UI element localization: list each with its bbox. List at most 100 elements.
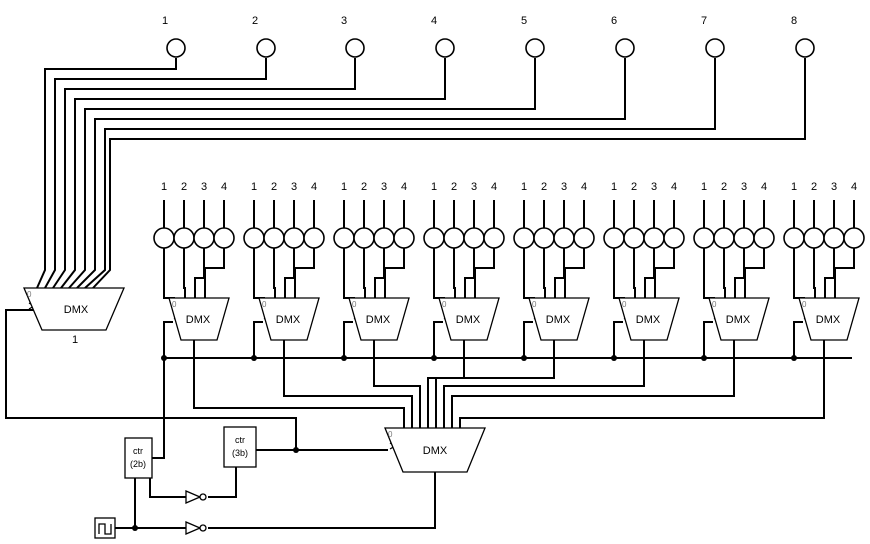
wire: [68, 58, 536, 289]
wire: [204, 248, 225, 298]
demux-block: [618, 297, 680, 341]
wire: [554, 248, 565, 298]
group-output-number: 4: [851, 181, 857, 193]
lamp-icon: [283, 227, 305, 249]
lamp-icon: [753, 227, 775, 249]
lamp-icon: [345, 38, 365, 58]
lamp-icon: [553, 227, 575, 249]
not-gate-icon: [185, 490, 202, 504]
junction-dot: [132, 525, 138, 531]
output-number-7: 7: [701, 15, 707, 27]
group-output-number: 3: [471, 181, 477, 193]
demux-label: DMX: [816, 314, 841, 326]
counter-3bit-line2: (3b): [232, 448, 248, 458]
output-number-3: 3: [341, 15, 347, 27]
lamp-icon: [643, 227, 665, 249]
lamp-icon: [733, 227, 755, 249]
wire: [523, 248, 535, 299]
wire: [793, 248, 805, 299]
output-number-8: 8: [791, 15, 797, 27]
wire: [193, 340, 405, 428]
demux-block: [23, 287, 125, 331]
wire: [76, 58, 626, 289]
wire: [208, 472, 436, 529]
wire: [92, 58, 806, 289]
group-output-number: 2: [451, 181, 457, 193]
group-output-number: 3: [651, 181, 657, 193]
wire: [373, 340, 421, 428]
lamp-icon: [193, 227, 215, 249]
demux-block: [258, 297, 320, 341]
counter-3bit-block: [223, 426, 257, 468]
not-gate-icon: [185, 521, 202, 535]
lamp-icon: [533, 227, 555, 249]
not-gate-bubble: [199, 493, 207, 501]
group-output-number: 1: [701, 181, 707, 193]
group-output-number: 4: [761, 181, 767, 193]
lamp-icon: [153, 227, 175, 249]
wire: [744, 248, 765, 298]
select-zero-label: 0: [622, 300, 627, 309]
group-output-number: 2: [541, 181, 547, 193]
demux-block: [348, 297, 410, 341]
wire: [734, 248, 745, 298]
lamp-icon: [435, 38, 455, 58]
lamp-icon: [795, 38, 815, 58]
group-output-number: 3: [561, 181, 567, 193]
wire: [44, 58, 267, 289]
wire: [84, 58, 716, 289]
wire: [793, 321, 803, 358]
lamp-icon: [843, 227, 865, 249]
wire: [613, 248, 625, 299]
group-output-number: 3: [381, 181, 387, 193]
select-zero-label: 0: [532, 300, 537, 309]
output-number-4: 4: [431, 15, 437, 27]
wire: [723, 248, 726, 298]
wire: [284, 248, 295, 298]
lamp-icon: [615, 38, 635, 58]
select-zero-label: 0: [388, 430, 393, 439]
group-output-number: 2: [721, 181, 727, 193]
select-zero-label: 0: [262, 300, 267, 309]
counter-2bit-line1: ctr: [133, 446, 143, 456]
lamp-icon: [173, 227, 195, 249]
wire: [464, 248, 475, 298]
group-output-number: 4: [671, 181, 677, 193]
wire: [433, 248, 445, 299]
wire: [194, 248, 205, 298]
lamp-icon: [663, 227, 685, 249]
wire: [5, 309, 388, 451]
demux-block: [384, 427, 486, 473]
demux-block: [528, 297, 590, 341]
lamp-icon: [243, 227, 265, 249]
wire: [343, 248, 355, 299]
select-zero-label: 0: [172, 300, 177, 309]
group-output-number: 2: [361, 181, 367, 193]
wire: [453, 248, 456, 298]
lamp-icon: [823, 227, 845, 249]
lamp-icon: [353, 227, 375, 249]
demux-label: DMX: [546, 314, 571, 326]
output-number-6: 6: [611, 15, 617, 27]
wire: [474, 248, 495, 298]
lamp-icon: [393, 227, 415, 249]
group-output-number: 4: [401, 181, 407, 193]
output-number-1: 1: [162, 15, 168, 27]
group-output-number: 1: [251, 181, 257, 193]
counter-2bit-block: [124, 437, 153, 479]
demux-label: DMX: [636, 314, 661, 326]
wire: [253, 321, 263, 358]
demux-label: DMX: [186, 314, 211, 326]
output-number-5: 5: [521, 15, 527, 27]
group-output-number: 3: [291, 181, 297, 193]
lamp-icon: [373, 227, 395, 249]
components: [23, 38, 865, 539]
group-output-number: 2: [631, 181, 637, 193]
demux-block: [168, 297, 230, 341]
group-output-number: 4: [221, 181, 227, 193]
wire: [152, 358, 165, 459]
demux-block: [438, 297, 500, 341]
lamp-icon: [463, 227, 485, 249]
demux-label: DMX: [423, 445, 448, 457]
